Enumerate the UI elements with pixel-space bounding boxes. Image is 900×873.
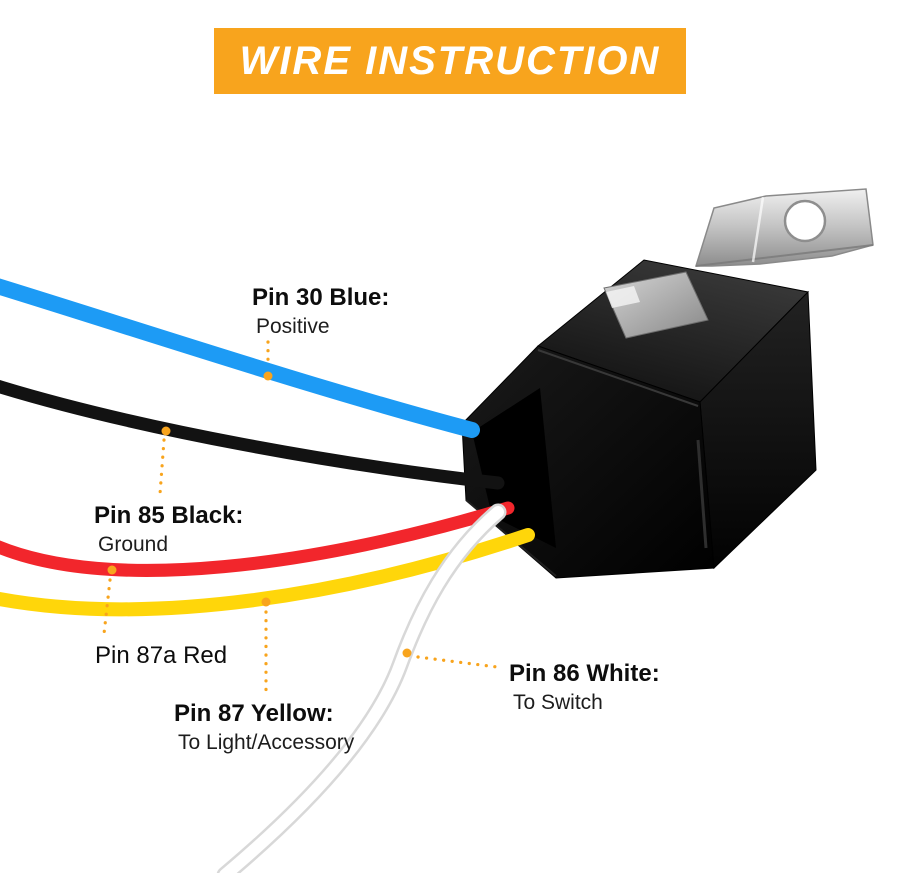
label-pin85: Pin 85 Black: Ground: [94, 502, 243, 558]
label-pin30-title: Pin 30 Blue:: [252, 284, 390, 311]
wire-harness: [0, 278, 535, 873]
leader-dot-black: [161, 426, 171, 436]
leader-line-white: [416, 655, 499, 669]
mounting-tab-edge: [695, 244, 874, 267]
mounting-tab-plate: [694, 188, 874, 267]
title-banner: WIRE INSTRUCTION: [214, 28, 686, 94]
label-pin87a: Pin 87a Red: [95, 642, 227, 670]
relay-sticker-shine: [606, 286, 640, 308]
label-pin30: Pin 30 Blue: Positive: [252, 284, 389, 340]
mounting-hole: [783, 199, 827, 243]
label-pin86-title: Pin 86 White:: [509, 660, 660, 687]
label-pin87a-title: Pin 87a Red: [95, 642, 228, 669]
socket-side-highlight: [696, 439, 708, 549]
mounting-tab-bend-highlight: [751, 196, 765, 263]
wire-white: [219, 506, 504, 873]
label-pin30-subtitle: Positive: [256, 315, 330, 338]
label-pin85-title: Pin 85 Black:: [94, 502, 244, 529]
label-pin87: Pin 87 Yellow: To Light/Accessory: [174, 700, 354, 756]
wire-red: [0, 501, 515, 577]
label-pin87-subtitle: To Light/Accessory: [178, 731, 355, 754]
wire-black: [0, 380, 505, 490]
leader-dot-yellow: [261, 597, 271, 607]
page-title: WIRE INSTRUCTION: [239, 38, 661, 83]
leader-line-black: [158, 438, 166, 496]
leader-lines: [102, 340, 499, 694]
leader-dot-blue: [263, 371, 273, 381]
label-pin87-title: Pin 87 Yellow:: [174, 700, 334, 727]
relay-body: [461, 259, 817, 579]
leader-dot-white: [402, 648, 412, 658]
leader-dot-red: [107, 565, 117, 575]
mounting-tab: [694, 188, 874, 267]
label-pin85-subtitle: Ground: [98, 533, 169, 556]
label-pin86: Pin 86 White: To Switch: [509, 660, 660, 716]
label-pin86-subtitle: To Switch: [513, 691, 603, 714]
leader-line-red: [102, 578, 112, 636]
wire-blue: [0, 278, 480, 438]
socket-ridge-highlight: [537, 349, 699, 407]
